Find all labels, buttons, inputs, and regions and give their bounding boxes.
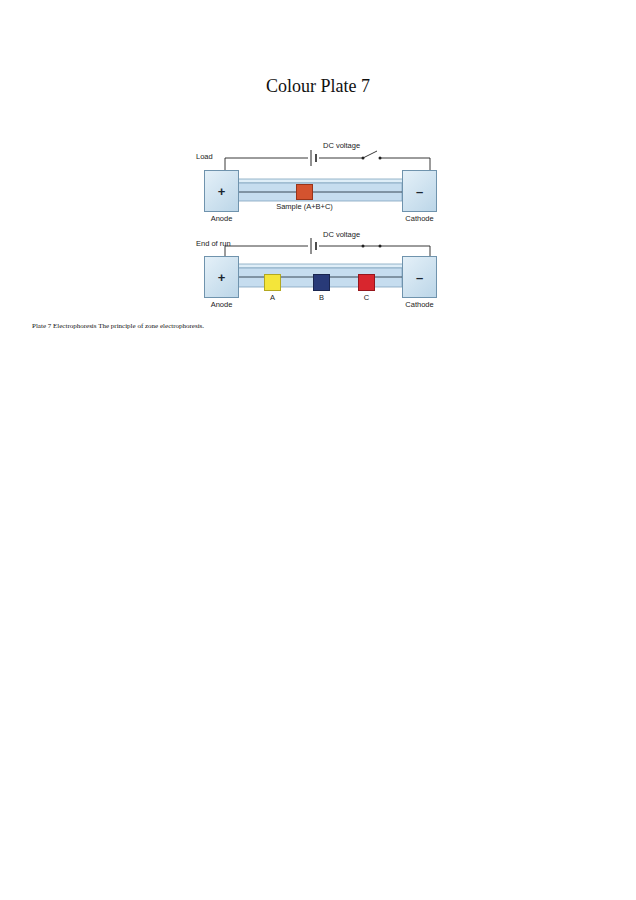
electrode-label: Cathode [405,300,433,309]
annotation-label: DC voltage [323,141,360,150]
sample-band: C [358,274,375,291]
sample-band: B [313,274,330,291]
annotation-label: End of run [196,239,231,248]
annotation-label: Load [196,152,213,161]
switch-contact [362,245,365,248]
electrode-tank: –Cathode [402,170,437,212]
circuit-wire [225,246,430,256]
sample-band: Sample (A+B+C) [296,184,313,200]
switch-contact [379,245,382,248]
battery-symbol [315,242,317,250]
sample-band: A [264,274,281,291]
electrode-tank: –Cathode [402,256,437,298]
annotation-label: DC voltage [323,230,360,239]
gel-strip [235,183,402,201]
gel-strip-top [235,179,406,183]
battery-symbol [311,150,312,166]
polarity-sign: + [205,270,238,285]
electrode-tank: +Anode [204,170,239,212]
band-label: Sample (A+B+C) [276,202,333,211]
plate-caption: Plate 7 Electrophoresis The principle of… [32,322,204,330]
battery-gap [308,150,319,166]
band-label: B [319,293,324,302]
switch-lever [363,151,377,158]
plate-title: Colour Plate 7 [0,76,636,97]
battery-symbol [315,154,317,162]
band-label: A [270,293,275,302]
polarity-sign: – [403,270,436,285]
circuit-wire [225,158,430,170]
electrode-label: Anode [211,300,233,309]
battery-symbol [311,238,312,254]
gel-strip-top [235,264,406,268]
electrode-label: Cathode [405,214,433,223]
electrode-label: Anode [211,214,233,223]
electrode-line [235,192,402,193]
switch-contact [379,157,382,160]
battery-gap [308,238,319,254]
polarity-sign: – [403,184,436,199]
electrode-tank: +Anode [204,256,239,298]
switch-gap [364,154,379,162]
band-label: C [364,293,369,302]
polarity-sign: + [205,184,238,199]
